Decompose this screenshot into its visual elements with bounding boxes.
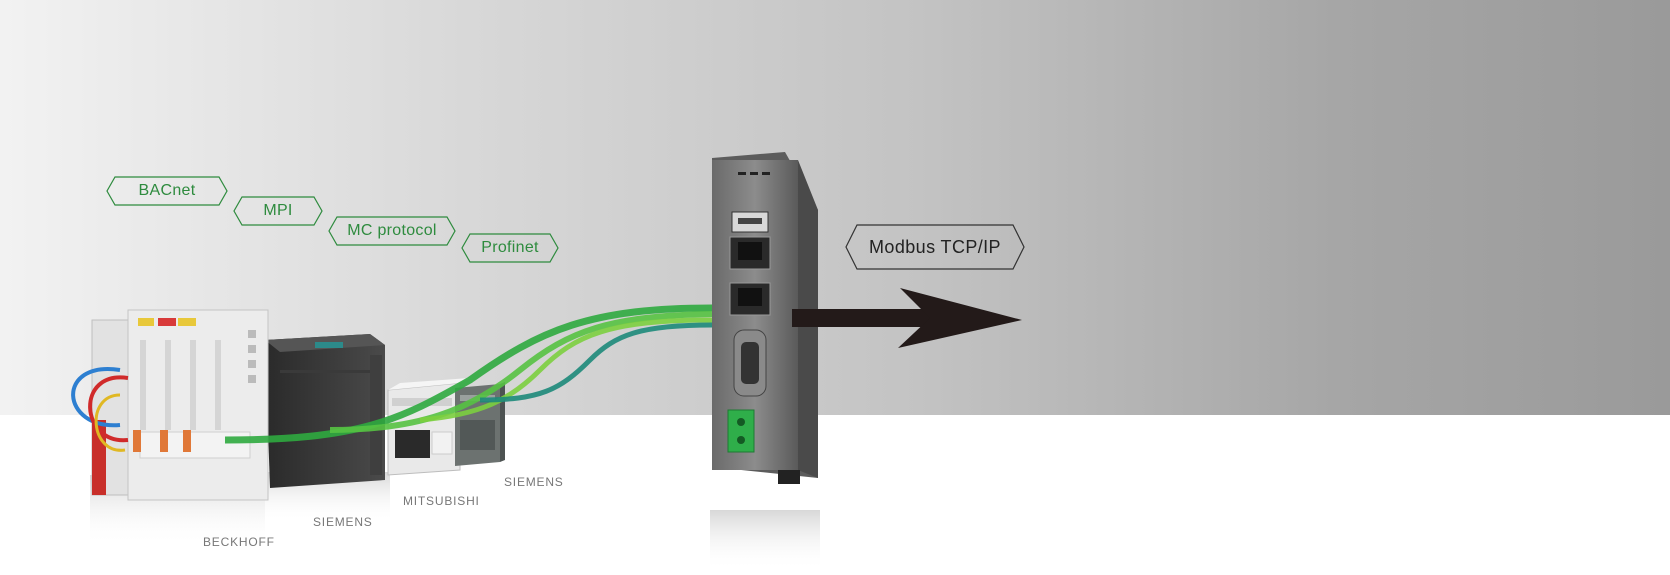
protocol-tag-mpi: MPI xyxy=(233,196,323,226)
brand-label-mitsubishi: MITSUBISHI xyxy=(403,494,480,508)
protocol-tag-label: MPI xyxy=(263,202,293,219)
modbus-tag-label: Modbus TCP/IP xyxy=(869,236,1001,257)
brand-label-siemens-compact: SIEMENS xyxy=(504,475,564,489)
db9-serial-port-icon xyxy=(733,329,767,397)
siemens-s7-plc xyxy=(265,334,385,488)
usb-port-icon xyxy=(731,211,769,233)
tag-outline-icon xyxy=(328,216,456,246)
ethernet-port-icon xyxy=(729,282,771,316)
ethernet-port-icon xyxy=(729,236,771,270)
tag-outline-icon xyxy=(233,196,323,226)
protocol-tag-profinet: Profinet xyxy=(461,233,559,263)
brand-label-siemens: SIEMENS xyxy=(313,515,373,529)
protocol-tag-label: BACnet xyxy=(138,182,196,199)
brand-label-beckhoff: BECKHOFF xyxy=(203,535,275,549)
right-arrow-icon xyxy=(792,288,1022,348)
terminal-block-icon xyxy=(727,409,755,453)
protocol-tag-label: Profinet xyxy=(481,239,539,256)
protocol-tag-bacnet: BACnet xyxy=(106,176,228,206)
tag-outline-icon xyxy=(845,224,1025,270)
protocol-cables xyxy=(224,304,713,444)
gateway-reflection xyxy=(710,510,820,570)
tag-outline-icon xyxy=(106,176,228,206)
protocol-tag-mc-protocol: MC protocol xyxy=(328,216,456,246)
beckhoff-bus-coupler xyxy=(71,309,269,501)
tag-outline-icon xyxy=(461,233,559,263)
modbus-tcp-ip-tag: Modbus TCP/IP xyxy=(845,224,1025,270)
gateway-device xyxy=(712,152,818,484)
protocol-tag-label: MC protocol xyxy=(347,222,437,239)
